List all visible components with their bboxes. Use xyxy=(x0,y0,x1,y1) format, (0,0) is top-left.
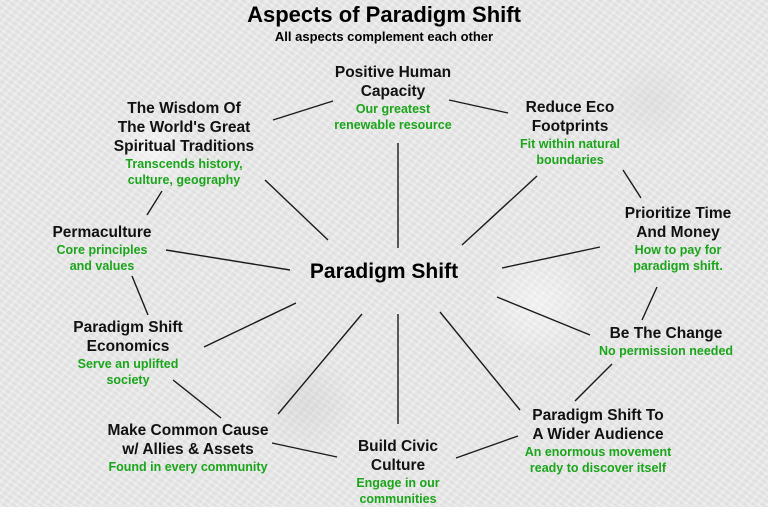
node-be-the-change: Be The Change No permission needed xyxy=(574,324,758,359)
node-title-line: The World's Great xyxy=(117,119,251,136)
node-title-line: Culture xyxy=(370,457,426,474)
spoke-make-common-cause xyxy=(277,313,363,415)
node-title-line: Positive Human xyxy=(334,64,452,81)
node-title-line: Reduce Eco xyxy=(525,99,615,116)
spoke-reduce-eco-footprints xyxy=(461,175,538,246)
node-description-line: Fit within natural xyxy=(520,137,620,151)
node-description-line: Found in every community xyxy=(108,460,268,474)
node-description-line: How to pay for xyxy=(634,243,722,257)
node-title-line: Make Common Cause xyxy=(107,422,269,439)
node-description-line: Core principles xyxy=(56,243,148,257)
node-title-line: The Wisdom Of xyxy=(127,100,241,117)
node-title-line: Permaculture xyxy=(52,224,152,241)
node-description-line: Transcends history, xyxy=(125,157,243,171)
node-title-line: Capacity xyxy=(360,83,426,100)
spoke-be-the-change xyxy=(496,296,591,336)
node-title-line: Prioritize Time xyxy=(624,205,732,222)
spoke-wider-audience xyxy=(439,311,521,411)
node-make-common-cause: Make Common Cause w/ Allies & Assets Fou… xyxy=(82,421,294,475)
node-description-line: ready to discover itself xyxy=(529,461,667,475)
diagram-title: Aspects of Paradigm Shift xyxy=(247,2,521,27)
node-description-line: Engage in our xyxy=(356,476,440,490)
spoke-permaculture xyxy=(165,249,291,271)
node-title-line: Paradigm Shift To xyxy=(532,407,664,424)
node-description-line: society xyxy=(106,373,150,387)
node-description-line: paradigm shift. xyxy=(633,259,723,273)
node-description-line: Serve an uplifted xyxy=(77,357,179,371)
node-description-line: boundaries xyxy=(536,153,604,167)
node-title-line: Economics xyxy=(86,338,170,355)
ring-bechange-wider xyxy=(574,363,613,402)
diagram-subtitle: All aspects complement each other xyxy=(274,29,494,44)
node-reduce-eco-footprints: Reduce Eco Footprints Fit within natural… xyxy=(484,98,656,168)
node-permaculture: Permaculture Core principles and values xyxy=(28,223,176,274)
node-description-line: An enormous movement xyxy=(524,445,672,459)
node-title-line: A Wider Audience xyxy=(532,426,664,443)
node-title-line: Spiritual Traditions xyxy=(113,138,255,155)
node-title-line: w/ Allies & Assets xyxy=(122,441,254,458)
node-title-line: Paradigm Shift xyxy=(73,319,183,336)
spoke-wisdom-traditions xyxy=(264,179,329,241)
node-paradigm-shift-economics: Paradigm Shift Economics Serve an uplift… xyxy=(44,318,212,388)
node-positive-human-capacity: Positive Human Capacity Our greatest ren… xyxy=(293,63,493,133)
node-wisdom-traditions: The Wisdom Of The World's Great Spiritua… xyxy=(92,99,276,188)
node-description-line: and values xyxy=(69,259,135,273)
ring-economics-permaculture xyxy=(131,275,149,316)
spoke-economics xyxy=(203,302,297,348)
ring-reduce-prioritize xyxy=(622,169,642,199)
node-title-line: And Money xyxy=(636,224,720,241)
node-title-line: Footprints xyxy=(531,118,609,135)
node-description-line: Our greatest xyxy=(355,102,431,116)
node-title-line: Build Civic xyxy=(357,438,439,455)
node-description-line: culture, geography xyxy=(127,173,241,187)
ring-prioritize-bechange xyxy=(641,286,658,321)
center-node: Paradigm Shift xyxy=(309,260,459,283)
node-wider-audience: Paradigm Shift To A Wider Audience An en… xyxy=(492,406,704,476)
ring-permaculture-wisdom xyxy=(146,190,163,216)
node-description-line: No permission needed xyxy=(598,344,734,358)
node-description-line: renewable resource xyxy=(334,118,452,132)
ring-wisdom-positive xyxy=(272,100,334,121)
node-description-line: communities xyxy=(359,492,437,506)
ring-commoncause-economics xyxy=(172,379,222,419)
ring-civic-commoncause xyxy=(271,442,338,458)
spoke-prioritize-time xyxy=(501,246,601,269)
node-title-line: Be The Change xyxy=(609,325,723,342)
ring-wider-civic xyxy=(455,435,519,459)
ring-positive-reduce xyxy=(448,99,509,114)
node-build-civic-culture: Build Civic Culture Engage in our commun… xyxy=(318,437,478,507)
node-prioritize-time-and-money: Prioritize Time And Money How to pay for… xyxy=(598,204,758,274)
